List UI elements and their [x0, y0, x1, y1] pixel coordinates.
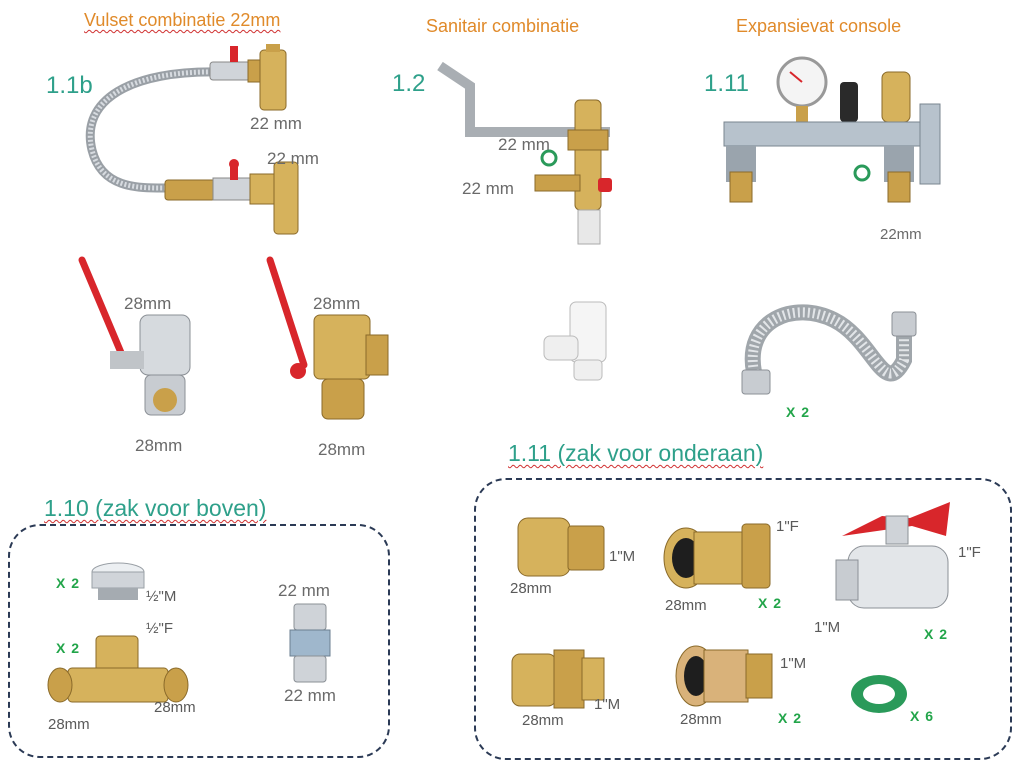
- section-boven-title: 1.10 (zak voor boven): [44, 495, 267, 521]
- union-label-top: 22 mm: [278, 581, 330, 600]
- tee-image: [47, 635, 189, 703]
- coupling-d-image: [511, 649, 605, 709]
- coupling-b-thread: 1"F: [776, 518, 799, 535]
- coupling-d-thread: 1"M: [594, 696, 621, 713]
- ball-valve-3-image: [835, 502, 950, 609]
- coupling-a-thread: 1"M: [609, 548, 636, 565]
- coupling-b-qty: X 2: [758, 595, 783, 611]
- code-1-1b: 1.1b: [46, 72, 93, 99]
- ball-valve-2-image: [266, 256, 389, 420]
- code-1-11: 1.11: [704, 70, 749, 97]
- valve2-label-bottom: 28mm: [318, 440, 366, 459]
- vulset-image: [85, 44, 299, 235]
- siphon-image: [543, 301, 607, 381]
- title-vulset: Vulset combinatie 22mm: [84, 10, 281, 30]
- union-label-bottom: 22 mm: [284, 686, 336, 705]
- flex-hose-image: [741, 304, 917, 395]
- seal-ring-image: [851, 675, 907, 713]
- ball-valve-3-thread-m: 1"M: [814, 619, 841, 636]
- tee-label-right: 28mm: [154, 699, 196, 716]
- coupling-b-size: 28mm: [665, 597, 707, 614]
- ball-valve-3-thread-f: 1"F: [958, 544, 981, 561]
- section-onder-title: 1.11 (zak voor onderaan): [508, 440, 764, 466]
- vulset-label-bottom: 22 mm: [267, 149, 319, 168]
- ball-valve-1-image: [78, 256, 191, 416]
- sanitair-label-a: 22 mm: [498, 135, 550, 154]
- code-1-2: 1.2: [392, 70, 426, 97]
- tee-label-left: 28mm: [48, 716, 90, 733]
- title-expansie: Expansievat console: [736, 16, 902, 36]
- valve2-label-top: 28mm: [313, 294, 361, 313]
- flex-qty: X 2: [786, 404, 811, 420]
- coupling-e-thread: 1"M: [780, 655, 807, 672]
- box-boven: [8, 524, 390, 758]
- vulset-label-top: 22 mm: [250, 114, 302, 133]
- seal-ring-qty: X 6: [910, 708, 935, 724]
- sanitair-image: [437, 61, 612, 245]
- valve1-label-bottom: 28mm: [135, 436, 183, 455]
- ball-valve-3-qty: X 2: [924, 626, 949, 642]
- coupling-a-size: 28mm: [510, 580, 552, 597]
- title-sanitair: Sanitair combinatie: [426, 16, 580, 36]
- plug-size: ½"M: [146, 588, 177, 605]
- expansie-image: [723, 56, 941, 203]
- coupling-b-image: [663, 523, 771, 589]
- tee-size-top: ½"F: [146, 620, 173, 637]
- valve1-label-top: 28mm: [124, 294, 172, 313]
- plug-qty: X 2: [56, 575, 81, 591]
- sanitair-label-b: 22 mm: [462, 179, 514, 198]
- union-image: [289, 603, 331, 683]
- tee-qty: X 2: [56, 640, 81, 656]
- coupling-e-image: [675, 645, 773, 707]
- coupling-e-size: 28mm: [680, 711, 722, 728]
- coupling-a-image: [517, 517, 605, 577]
- plug-image: [91, 562, 145, 600]
- box-onder: [474, 478, 1012, 760]
- coupling-d-size: 28mm: [522, 712, 564, 729]
- expansie-label: 22mm: [880, 226, 922, 243]
- coupling-e-qty: X 2: [778, 710, 803, 726]
